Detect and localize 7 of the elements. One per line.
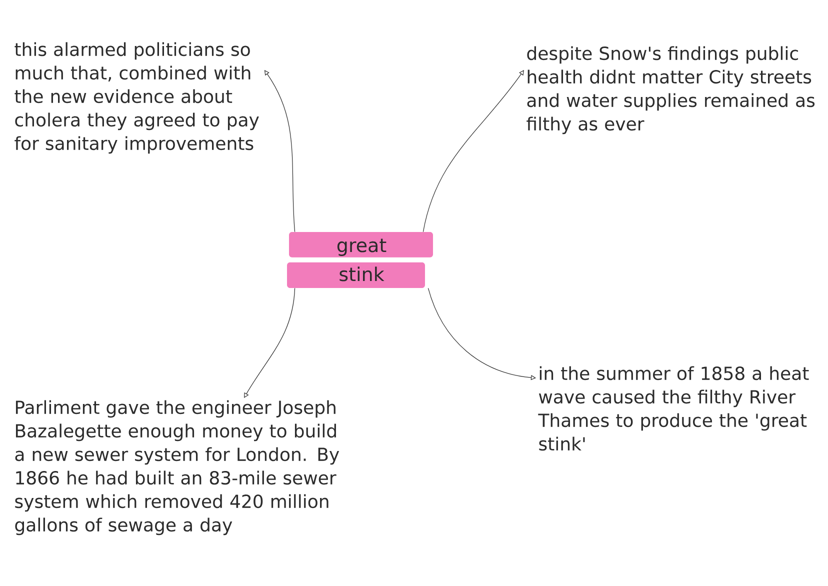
highlighted-title: great stink [287, 232, 433, 288]
curved-arrow [422, 70, 524, 232]
curved-arrow [244, 288, 296, 398]
annotation-text: in the summer of 1858 a heat wave caused the filthy River Thames to produce the 'great stink' [538, 366, 809, 451]
annotation-text: despite Snow's findings public health didnt matter City streets and water supplies remained as filthy as ever [526, 46, 815, 134]
annotation-text: Parliment gave the engineer Joseph Bazalegette enough money to build a new sewer system for London. By 1866 he had built an 83-mile sewer system which removed 420 million gallons of sewage a day [15, 400, 340, 536]
annotation-text: this alarmed politicians so much that, combined with the new evidence about cholera they agreed to pay for sanitary improvements [14, 42, 259, 154]
